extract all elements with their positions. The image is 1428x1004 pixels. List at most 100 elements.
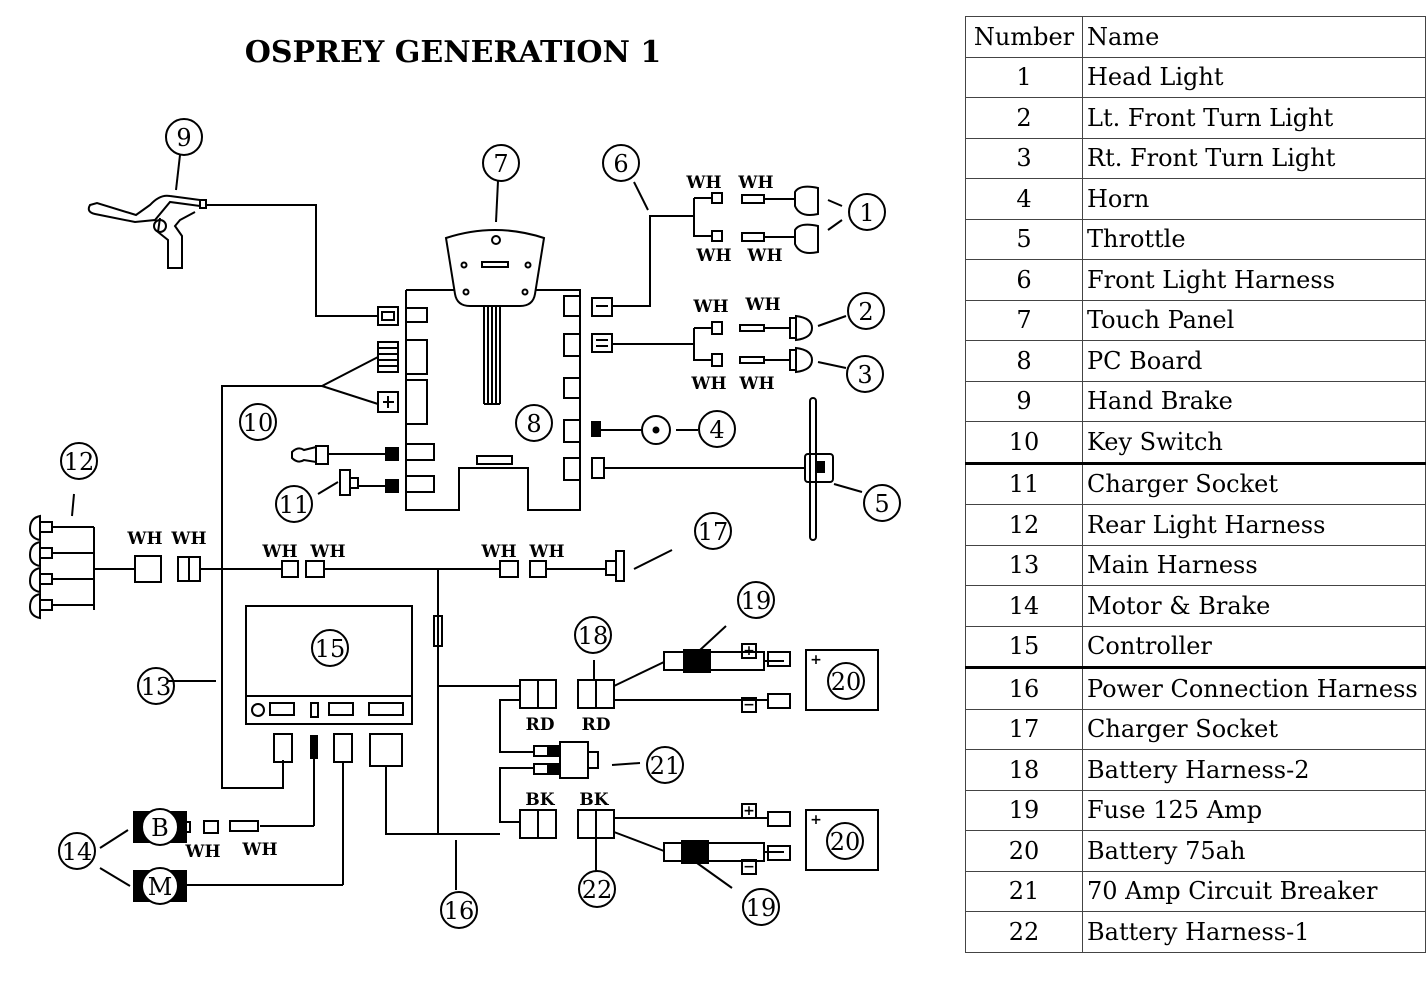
wire-label: WH [480, 542, 516, 562]
legend-number: 19 [965, 789, 1083, 831]
turn-light-icon [795, 346, 814, 374]
legend-number: 17 [965, 708, 1083, 750]
legend-number: 13 [965, 544, 1083, 586]
diagram-title: OSPREY GENERATION 1 [245, 35, 662, 70]
callout-5: 5 [874, 490, 889, 518]
rear-light-icon [28, 592, 41, 620]
controller [168, 605, 500, 886]
rear-light-icon [28, 566, 41, 594]
wire-label: WH [170, 529, 206, 549]
key-switch [291, 445, 399, 465]
callout-15: 15 [315, 635, 346, 663]
wire-label: WH [695, 246, 731, 266]
callout-13: 13 [141, 673, 172, 701]
wire-label: WH [528, 542, 564, 562]
wire-label: WH [744, 295, 780, 315]
negative-terminal-label: − [743, 697, 755, 713]
legend-name: Battery Harness-2 [1082, 749, 1426, 791]
legend-number: 21 [965, 870, 1083, 912]
callout-19-bottom: 19 [746, 894, 777, 922]
header-number: Number [965, 16, 1083, 58]
wire-label: WH [738, 374, 774, 394]
legend-number: 7 [965, 299, 1083, 341]
legend-name: Main Harness [1082, 544, 1426, 586]
legend-number: 10 [965, 421, 1083, 464]
positive-terminal-label: + [743, 643, 755, 659]
pc-board [405, 289, 581, 511]
wire-label: WH [737, 173, 773, 193]
hand-brake [87, 194, 399, 326]
callout-16: 16 [444, 897, 475, 925]
motor-and-brake [99, 808, 259, 905]
battery-harness-1 [595, 803, 879, 889]
wire-label: RD [526, 715, 555, 735]
legend-number: 5 [965, 218, 1083, 260]
legend-name: Hand Brake [1082, 380, 1426, 422]
wire-label: WH [184, 842, 220, 862]
headlight-icon [794, 185, 819, 216]
callout-2: 2 [858, 298, 873, 326]
wire-label: WH [690, 374, 726, 394]
headlight-icon [794, 223, 819, 254]
legend-number: 15 [965, 625, 1083, 668]
callout-11: 11 [279, 491, 310, 519]
horn [591, 415, 698, 445]
touch-panel [444, 229, 546, 405]
legend-name: Throttle [1082, 218, 1426, 260]
turn-light-icon [795, 314, 814, 342]
legend-number: 4 [965, 178, 1083, 220]
legend-name: Controller [1082, 625, 1426, 668]
legend-name: Rear Light Harness [1082, 504, 1426, 546]
callout-10: 10 [243, 409, 274, 437]
legend-name: Power Connection Harness [1082, 666, 1426, 710]
callout-18: 18 [578, 622, 609, 650]
front-turn-lights [591, 314, 847, 374]
main-harness [221, 341, 399, 789]
legend-name: Charger Socket [1082, 461, 1426, 505]
callout-14: 14 [62, 838, 93, 866]
rear-light-icon [28, 540, 41, 568]
motor-label: M [148, 873, 173, 901]
legend-number: 14 [965, 585, 1083, 627]
wire-label: WH [685, 173, 721, 193]
legend-name: PC Board [1082, 340, 1426, 382]
callout-12: 12 [64, 448, 95, 476]
negative-terminal-label: − [743, 859, 755, 875]
legend-number: 22 [965, 911, 1083, 953]
wire-label: WH [126, 529, 162, 549]
callout-3: 3 [857, 361, 872, 389]
legend-name: Battery Harness-1 [1082, 911, 1426, 953]
callouts [58, 118, 901, 929]
positive-terminal-label: + [743, 803, 755, 819]
callout-1: 1 [859, 199, 874, 227]
legend-name: Head Light [1082, 56, 1426, 98]
battery-icon [805, 809, 879, 871]
callout-8: 8 [526, 410, 541, 438]
callout-6: 6 [613, 150, 628, 178]
legend-name: Charger Socket [1082, 708, 1426, 750]
legend-name: Horn [1082, 178, 1426, 220]
callout-20-top: 20 [831, 668, 862, 696]
legend-name: Fuse 125 Amp [1082, 789, 1426, 831]
brake-label: B [151, 814, 169, 842]
power-connection-harness [433, 569, 615, 890]
header-name: Name [1082, 16, 1426, 58]
wire-label: BK [579, 790, 609, 810]
callout-9: 9 [176, 124, 191, 152]
